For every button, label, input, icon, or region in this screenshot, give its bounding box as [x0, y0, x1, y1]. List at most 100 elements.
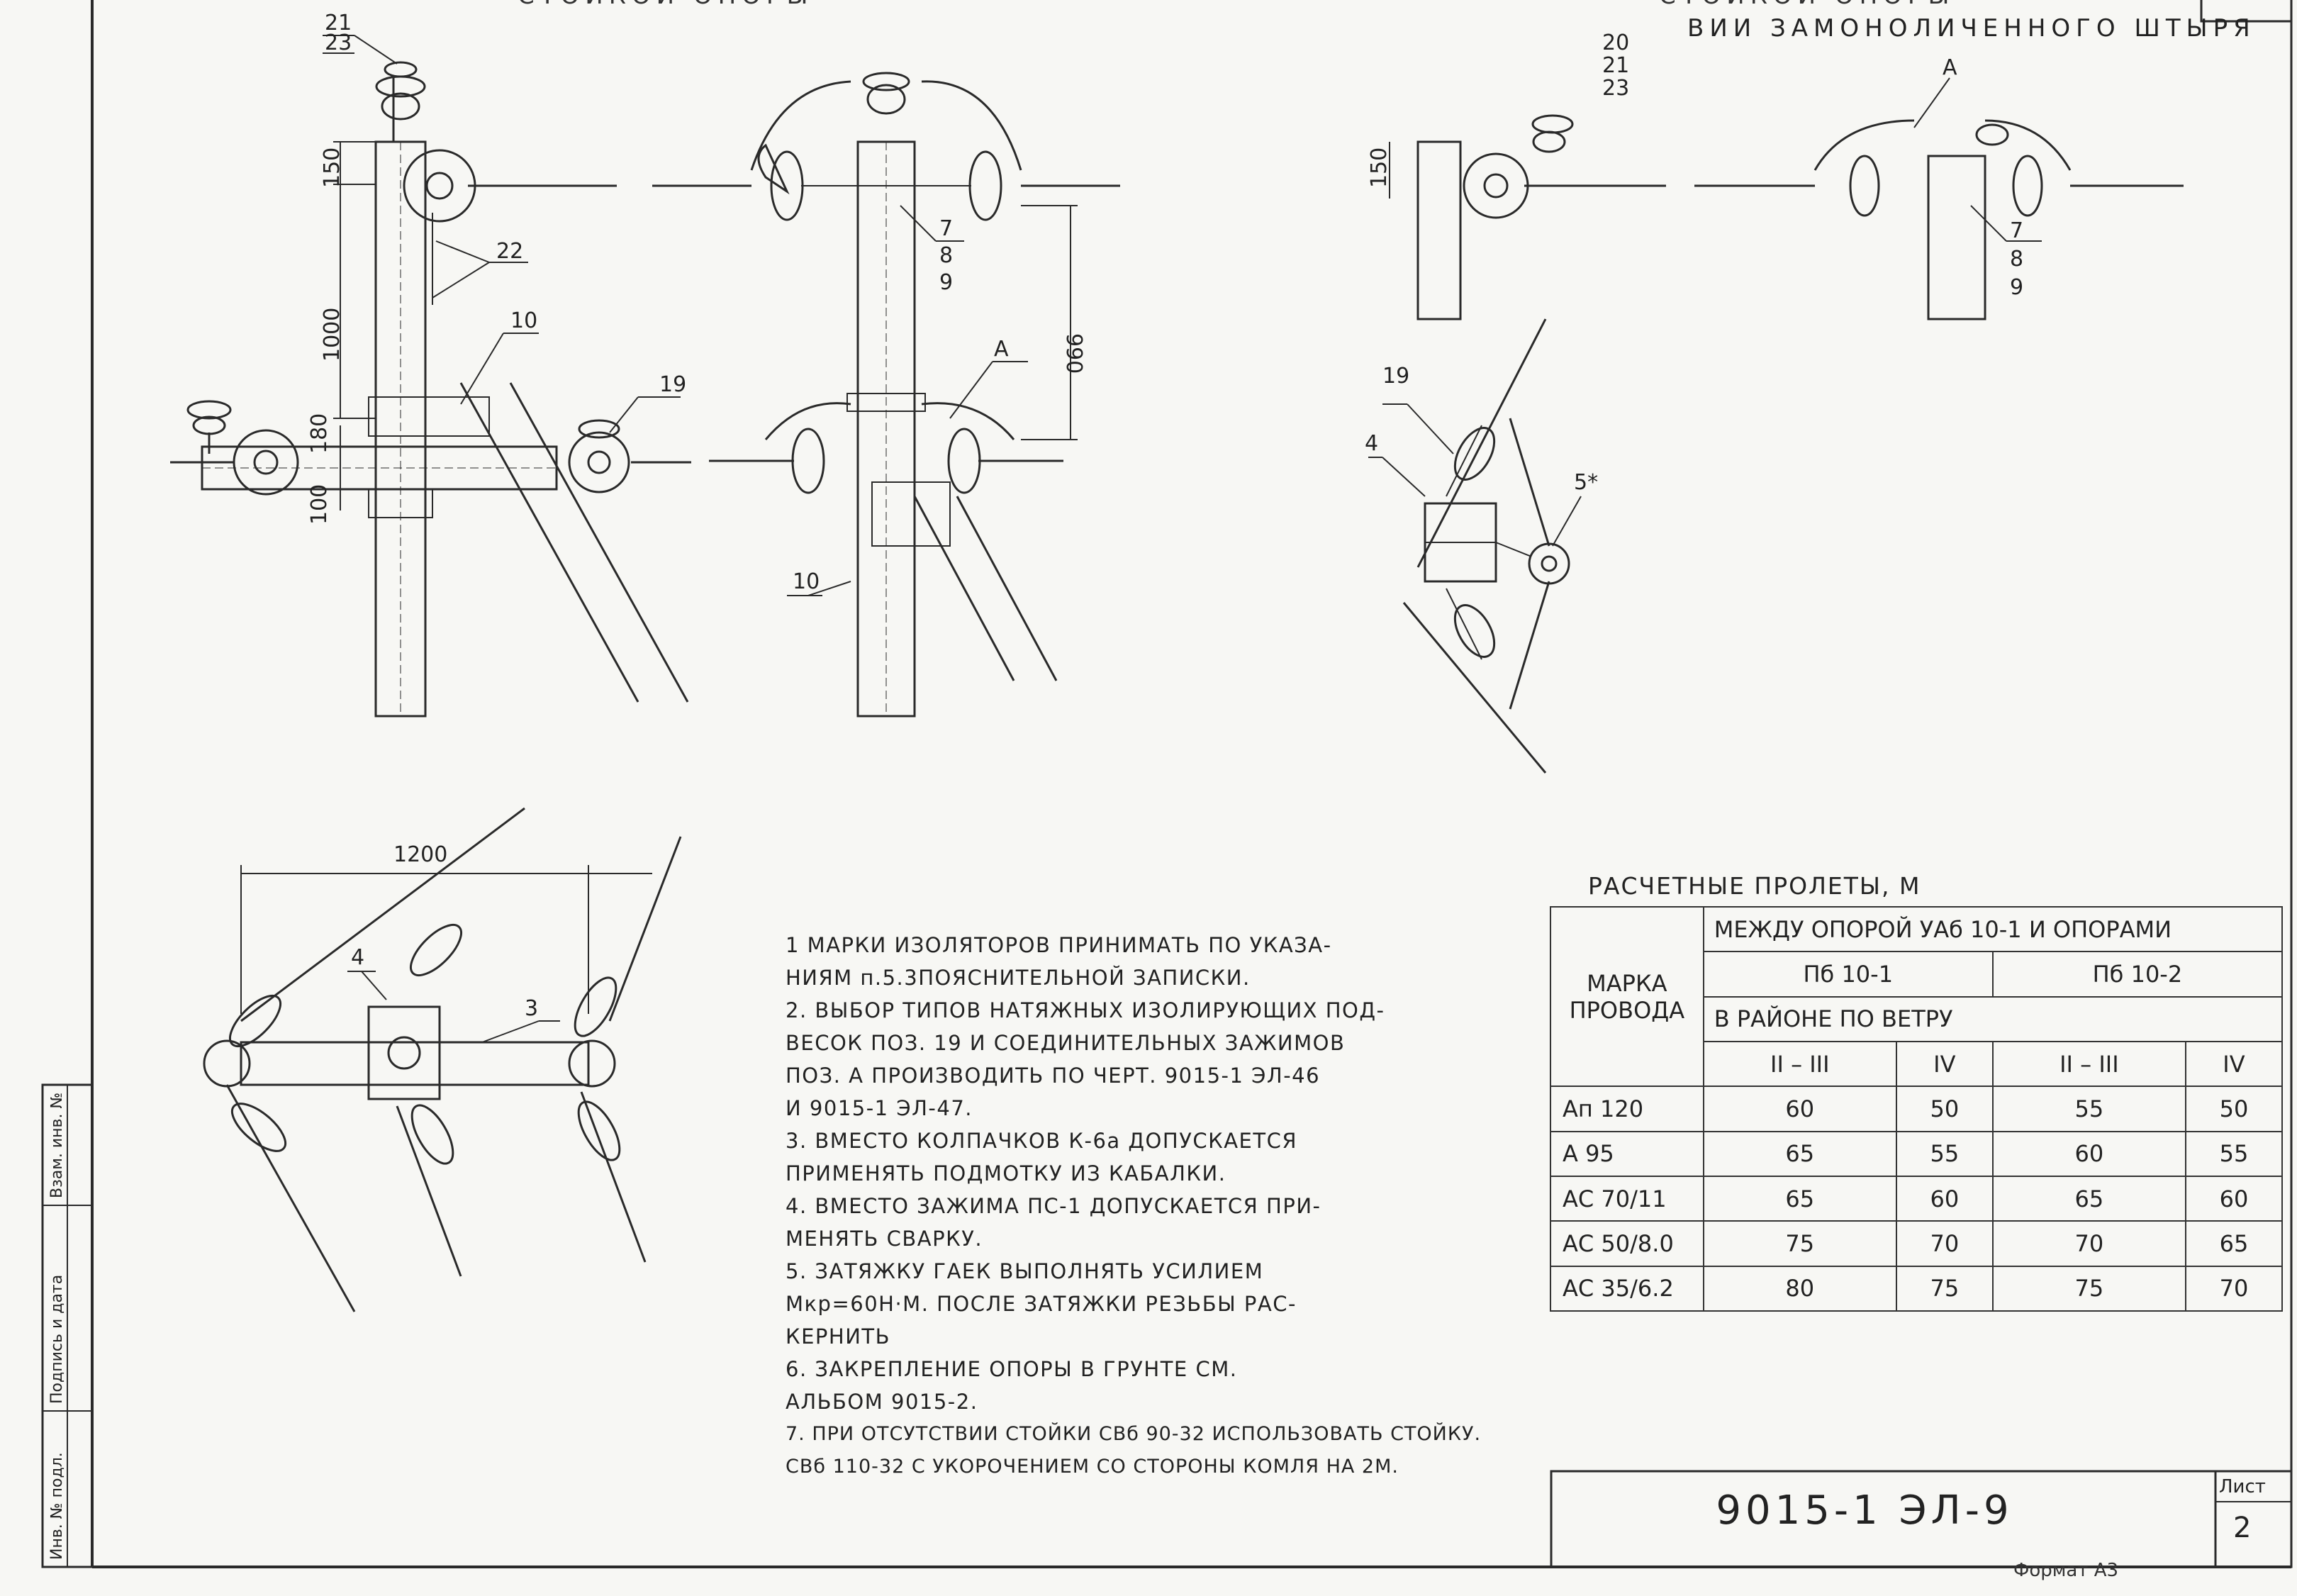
table-row: АС 50/8.0 75 70 70 65: [1550, 1220, 2284, 1267]
callout-21-right: 21: [1602, 53, 1629, 78]
note-line: 4. ВМЕСТО ЗАЖИМА ПС-1 ДОПУСКАЕТСЯ ПРИ-: [786, 1194, 1321, 1218]
header-span: МЕЖДУ ОПОРОЙ УАб 10-1 И ОПОРАМИ: [1702, 905, 2284, 953]
cell-value: 75: [1895, 1265, 1994, 1312]
header-marka: МАРКА ПРОВОДА: [1550, 905, 1704, 1088]
notes-block: 1 МАРКИ ИЗОЛЯТОРОВ ПРИНИМАТЬ ПО УКАЗА- Н…: [786, 929, 1530, 1483]
cell-value: 55: [1895, 1130, 1994, 1177]
view-plan-bottom: [203, 807, 682, 1312]
sheet-frame: [41, 0, 2293, 1568]
cell-mark: А 95: [1550, 1130, 1704, 1177]
note-line: 7. ПРИ ОТСУТСТВИИ СТОЙКИ СВб 90-32 ИСПОЛ…: [786, 1423, 1482, 1445]
dim-100: 100: [307, 484, 332, 525]
sheet-label: Лист: [2219, 1476, 2266, 1497]
note-line: 1 МАРКИ ИЗОЛЯТОРОВ ПРИНИМАТЬ ПО УКАЗА-: [786, 933, 1332, 957]
cell-value: 80: [1702, 1265, 1897, 1312]
header-wind-1: II – III: [1702, 1040, 1897, 1088]
format-label: Формат А3: [2013, 1560, 2119, 1581]
note-line: КЕРНИТЬ: [786, 1324, 891, 1349]
cell-value: 75: [1702, 1220, 1897, 1267]
header-wind-3: II – III: [1991, 1040, 2186, 1088]
caption-top-right-1: СТОЙКОЙ ОПОРЫ: [1659, 0, 1955, 10]
cell-value: 65: [2184, 1220, 2284, 1267]
note-line: ПОЗ. А ПРОИЗВОДИТЬ ПО ЧЕРТ. 9015-1 ЭЛ-46: [786, 1064, 1321, 1088]
callout-21: 21: [325, 11, 352, 35]
cell-value: 55: [2184, 1130, 2284, 1177]
callout-10: 10: [510, 308, 537, 333]
cell-value: 65: [1991, 1175, 2186, 1222]
callout-19-right: 19: [1382, 364, 1409, 389]
note-line: Мкр=60Н·М. ПОСЛЕ ЗАТЯЖКИ РЕЗЬБЫ РАС-: [786, 1292, 1297, 1316]
table-row: II – III IV II – III IV: [1550, 1040, 2284, 1088]
callout-4: 4: [1365, 431, 1378, 456]
cell-value: 70: [2184, 1265, 2284, 1312]
cell-value: 60: [1991, 1130, 2186, 1177]
callout-A: А: [994, 337, 1009, 362]
cell-value: 50: [1895, 1086, 1994, 1132]
header-group-1: Пб 10-1: [1702, 951, 1994, 998]
table-row: В РАЙОНЕ ПО ВЕТРУ: [1550, 995, 2284, 1042]
cell-mark: АС 35/6.2: [1550, 1265, 1704, 1312]
cell-mark: АС 50/8.0: [1550, 1220, 1704, 1267]
sheet-number: 2: [2233, 1512, 2252, 1544]
caption-top-left: СТОЙКОЙ ОПОРЫ: [518, 0, 813, 10]
view-front-elevation: [652, 72, 1120, 718]
cell-value: 70: [1895, 1220, 1994, 1267]
table-row: АС 35/6.2 80 75 75 70: [1550, 1265, 2284, 1312]
cell-value: 60: [1895, 1175, 1994, 1222]
note-line: МЕНЯТЬ СВАРКУ.: [786, 1227, 983, 1251]
header-wind-4: IV: [2184, 1040, 2284, 1088]
callout-19: 19: [659, 372, 686, 397]
spans-table: МАРКА ПРОВОДА МЕЖДУ ОПОРОЙ УАб 10-1 И ОП…: [1550, 905, 2284, 1312]
cell-value: 65: [1702, 1130, 1897, 1177]
table-row: АС 70/11 65 60 65 60: [1550, 1175, 2284, 1222]
view-plan-right: [1368, 318, 1582, 774]
header-group-2: Пб 10-2: [1991, 951, 2284, 998]
cell-value: 75: [1991, 1265, 2186, 1312]
cell-value: 55: [1991, 1086, 2186, 1132]
side-label-podpis: Подпись и дата: [48, 1274, 66, 1404]
table-title: РАСЧЕТНЫЕ ПРОЛЕТЫ, М: [1588, 872, 1921, 900]
dim-180: 180: [307, 413, 332, 454]
header-wind-2: IV: [1895, 1040, 1994, 1088]
callout-22: 22: [496, 239, 523, 264]
header-marka-line2: ПРОВОДА: [1569, 996, 1685, 1024]
caption-top-right-2: ВИИ ЗАМОНОЛИЧЕННОГО ШТЫРЯ: [1687, 14, 2256, 43]
drawing-code: 9015-1 ЭЛ-9: [1716, 1487, 2013, 1534]
header-marka-line1: МАРКА: [1587, 969, 1667, 997]
callout-7: 7: [939, 216, 953, 241]
table-row: Пб 10-1 Пб 10-2: [1550, 951, 2284, 998]
callout-4-plan: 4: [351, 945, 364, 970]
cell-value: 60: [1702, 1086, 1897, 1132]
callout-3: 3: [525, 996, 538, 1021]
dim-150: 150: [320, 147, 345, 188]
cell-value: 60: [2184, 1175, 2284, 1222]
dim-1200: 1200: [393, 842, 447, 867]
cell-value: 70: [1991, 1220, 2186, 1267]
note-line: И 9015-1 ЭЛ-47.: [786, 1096, 973, 1120]
note-line: ПРИМЕНЯТЬ ПОДМОТКУ ИЗ КАБАЛКИ.: [786, 1161, 1226, 1185]
note-line: СВб 110-32 С УКОРОЧЕНИЕМ СО СТОРОНЫ КОМЛ…: [786, 1456, 1399, 1478]
view-top-right: [1389, 77, 2184, 320]
callout-8: 8: [939, 243, 953, 268]
note-line: АЛЬБОМ 9015-2.: [786, 1390, 978, 1414]
note-line: НИЯМ п.5.3ПОЯСНИТЕЛЬНОЙ ЗАПИСКИ.: [786, 966, 1251, 990]
cell-mark: Ап 120: [1550, 1086, 1704, 1132]
callout-23-right: 23: [1602, 76, 1629, 101]
table-row: Ап 120 60 50 55 50: [1550, 1086, 2284, 1132]
header-wind: В РАЙОНЕ ПО ВЕТРУ: [1702, 995, 2284, 1042]
callout-7-right: 7: [2010, 218, 2023, 243]
side-label-inv-podl: Инв. № подл.: [48, 1452, 66, 1560]
callout-10-front: 10: [793, 569, 820, 594]
callout-A-right: А: [1943, 55, 1957, 80]
cell-value: 65: [1702, 1175, 1897, 1222]
dim-1000: 1000: [320, 308, 345, 362]
note-line: 5. ЗАТЯЖКУ ГАЕК ВЫПОЛНЯТЬ УСИЛИЕМ: [786, 1259, 1264, 1283]
note-line: 3. ВМЕСТО КОЛПАЧКОВ К-6а ДОПУСКАЕТСЯ: [786, 1129, 1297, 1153]
callout-5: 5*: [1574, 470, 1598, 495]
table-row: МАРКА ПРОВОДА МЕЖДУ ОПОРОЙ УАб 10-1 И ОП…: [1550, 905, 2284, 1088]
note-line: ВЕСОК ПОЗ. 19 И СОЕДИНИТЕЛЬНЫХ ЗАЖИМОВ: [786, 1031, 1346, 1055]
note-line: 6. ЗАКРЕПЛЕНИЕ ОПОРЫ В ГРУНТЕ СМ.: [786, 1357, 1238, 1381]
callout-23: 23: [325, 30, 352, 55]
callout-9-right: 9: [2010, 275, 2023, 300]
